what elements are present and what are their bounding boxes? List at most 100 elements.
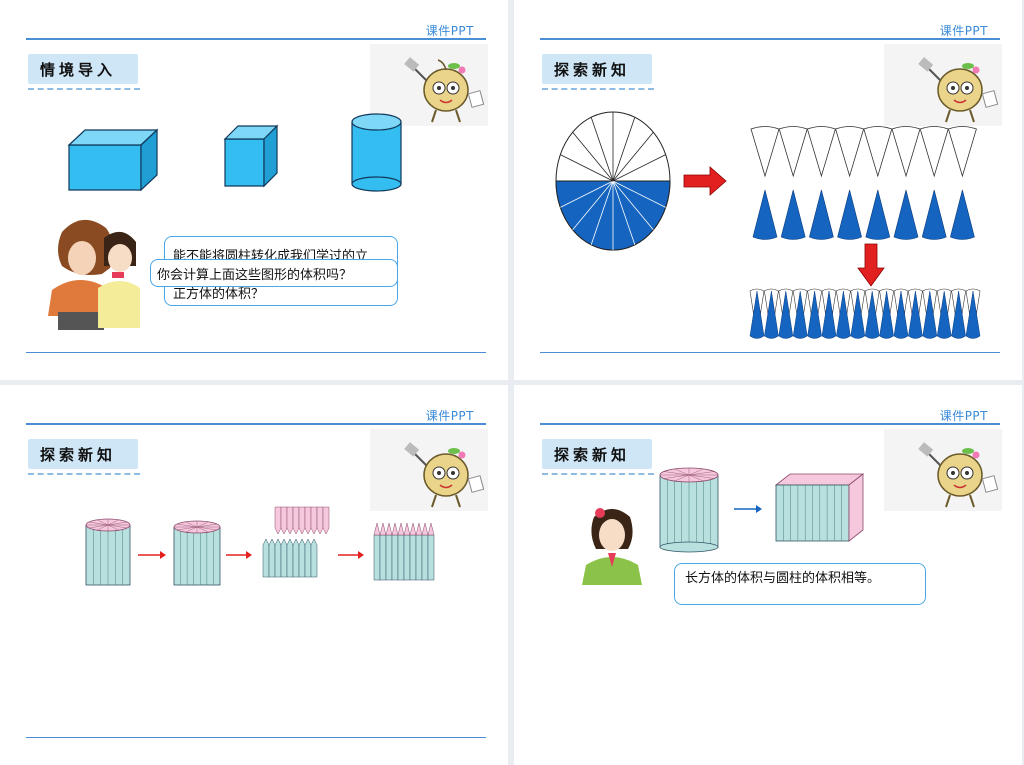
joined-wedge: [415, 522, 423, 536]
header-rule: [540, 38, 1000, 40]
slide-1[interactable]: 课件PPT 情境导入: [0, 0, 508, 380]
blue-sector: [893, 290, 909, 339]
sector-line: [572, 180, 614, 231]
pink-wedge: [304, 506, 312, 535]
joined-wedge: [397, 522, 405, 536]
top-sector-line: [196, 523, 217, 528]
approx-cuboid-stage: [373, 522, 435, 581]
blue-sector: [821, 290, 837, 339]
right-arrow-icon: [683, 166, 727, 196]
joined-wedge: [421, 522, 429, 536]
right-arrow-icon: [138, 551, 166, 559]
sector-line: [560, 180, 614, 208]
pink-wedge: [310, 506, 318, 535]
joined-wedge: [403, 522, 411, 536]
footer-rule: [26, 737, 486, 738]
blue-sector: [951, 290, 966, 339]
cylinder-transform-diagram: [85, 506, 435, 586]
cylinder-stage-2: [173, 520, 221, 586]
girls-illustration: [48, 219, 140, 330]
white-sector: [750, 126, 780, 178]
solids-illustration: [48, 113, 402, 330]
title-underline: [28, 473, 140, 475]
joined-wedge: [391, 522, 399, 536]
teal-wedge: [268, 538, 276, 578]
white-sector: [806, 126, 836, 178]
blue-sector: [908, 290, 923, 339]
top-sector-line: [177, 526, 198, 531]
section-title: 探索新知: [28, 439, 138, 469]
blue-sector: [778, 290, 794, 339]
blue-sector: [921, 189, 947, 240]
top-sector-line: [107, 524, 120, 531]
teal-wedge: [280, 538, 288, 578]
blue-sectors-row: [752, 189, 975, 240]
sector-line: [612, 154, 666, 182]
apple-mascot-icon: [884, 44, 1002, 126]
joined-wedge: [379, 522, 387, 536]
brand-label: 课件PPT: [939, 24, 988, 38]
teal-wedge: [274, 538, 282, 578]
sector-line: [612, 180, 636, 245]
brand-label: 课件PPT: [939, 409, 988, 423]
top-sector-line: [688, 474, 704, 482]
sector-line: [612, 180, 666, 208]
section-title-text: 探索新知: [40, 446, 117, 464]
top-sector-line: [674, 468, 690, 476]
top-sector-line: [688, 468, 704, 476]
header-rule: [26, 38, 486, 40]
blue-sector: [893, 189, 919, 240]
brand-label: 课件PPT: [425, 24, 474, 38]
pink-wedge: [322, 506, 330, 535]
bubble-front-text: 你会计算上面这些图形的体积吗？: [157, 268, 353, 283]
title-underline: [542, 473, 654, 475]
joined-slice: [409, 534, 417, 581]
footer-rule: [26, 352, 486, 353]
blue-sector: [780, 189, 806, 240]
right-arrow-icon: [338, 551, 364, 559]
joined-slice: [403, 534, 411, 581]
white-sectors-row: [750, 126, 977, 178]
top-sector-line: [674, 474, 690, 482]
section-title-text: 探索新知: [554, 61, 631, 79]
blue-sector: [807, 290, 822, 339]
section-title: 探索新知: [542, 439, 652, 469]
white-sector: [778, 126, 808, 178]
blue-sector: [864, 290, 880, 339]
blue-sector: [965, 290, 981, 339]
blue-sector: [837, 189, 862, 240]
blue-sector: [922, 290, 938, 339]
cylinder-body: [173, 526, 221, 586]
cylinder-shape: [351, 113, 402, 192]
split-halves-stage: [262, 506, 330, 578]
sector-line: [590, 180, 614, 245]
teal-wedge: [292, 538, 300, 578]
sector-line: [572, 131, 614, 182]
pink-wedge: [286, 506, 294, 535]
top-sector-line: [88, 524, 109, 529]
white-sector: [891, 126, 921, 178]
sector-line: [560, 154, 614, 182]
section-title: 探索新知: [542, 54, 652, 84]
cuboid-top: [774, 473, 865, 486]
blue-sector: [764, 290, 779, 339]
top-sector-line: [196, 526, 209, 533]
pink-wedge: [280, 506, 288, 535]
joined-slice: [421, 534, 429, 581]
teal-wedge: [262, 538, 270, 578]
pink-wedge: [298, 506, 306, 535]
blue-sector: [749, 290, 765, 339]
joined-wedge: [385, 522, 393, 536]
section-title: 情境导入: [28, 54, 138, 84]
slide-4[interactable]: 课件PPT 探索新知 长方体的体积与圆柱的体积相等。: [514, 385, 1022, 765]
cuboid-shape: [67, 128, 159, 192]
slide-3[interactable]: 课件PPT 探索新知: [0, 385, 508, 765]
white-sector: [919, 126, 949, 178]
joined-slice: [415, 534, 423, 581]
girl-illustration: [582, 508, 642, 585]
top-sector-line: [185, 521, 198, 528]
top-sector-line: [107, 524, 128, 529]
joined-slice: [391, 534, 399, 581]
slide-2[interactable]: 课件PPT 探索新知: [514, 0, 1022, 380]
top-sector-line: [96, 519, 109, 526]
